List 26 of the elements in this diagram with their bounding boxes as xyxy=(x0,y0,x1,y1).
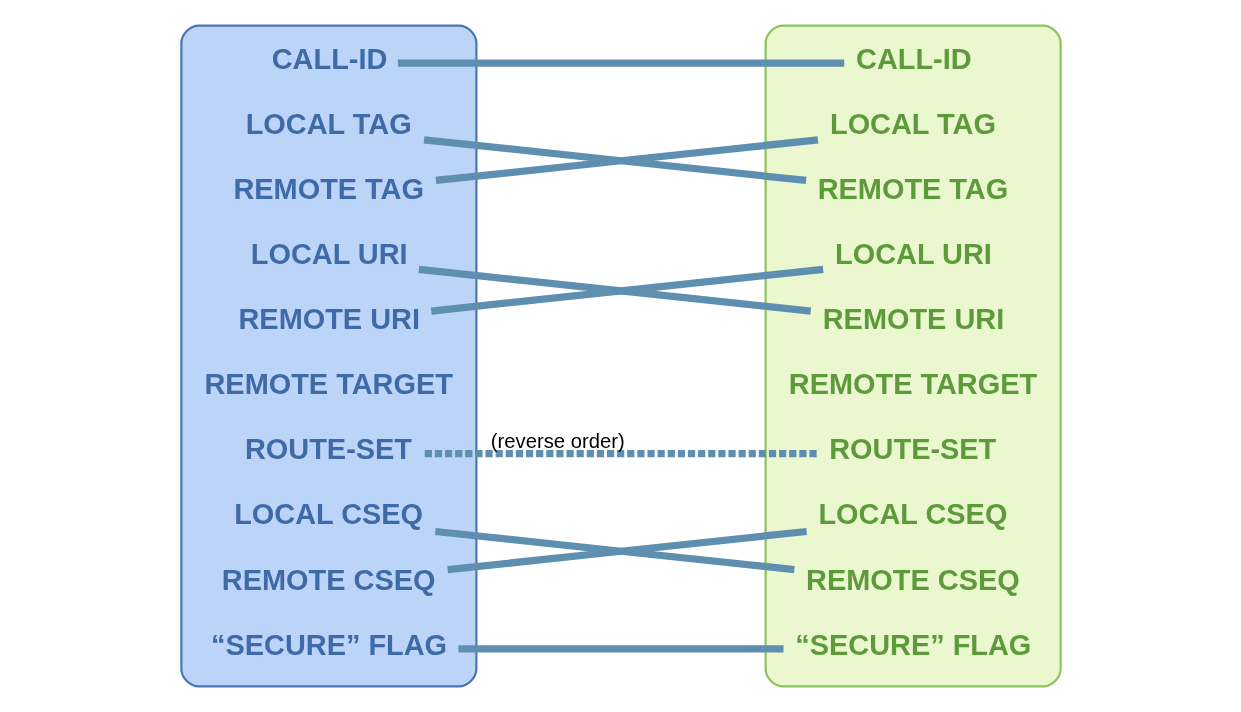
node-text: REMOTE URI xyxy=(822,303,1004,336)
node-text: REMOTE TARGET xyxy=(788,368,1037,401)
node-text: LOCAL CSEQ xyxy=(817,498,1007,531)
node-text: REMOTE CSEQ xyxy=(805,563,1020,596)
node-text: LOCAL TAG xyxy=(245,108,412,141)
node-text: REMOTE CSEQ xyxy=(221,563,435,596)
connector xyxy=(457,645,783,653)
connector xyxy=(397,59,844,67)
node-text: LOCAL URI xyxy=(250,238,408,271)
node-text: “SECURE” FLAG xyxy=(794,628,1031,661)
node-text: REMOTE TAG xyxy=(232,173,424,206)
node-text: LOCAL TAG xyxy=(829,108,996,141)
node-text: LOCAL CSEQ xyxy=(233,498,423,531)
node-text: REMOTE URI xyxy=(237,303,420,336)
edge-label: (reverse order) xyxy=(490,430,625,453)
connector xyxy=(424,450,817,458)
node-text: REMOTE TAG xyxy=(817,173,1008,206)
node-text: ROUTE-SET xyxy=(244,433,412,466)
node-text: CALL-ID xyxy=(271,42,387,75)
cluster xyxy=(764,24,1062,688)
node-text: “SECURE” FLAG xyxy=(210,628,447,661)
cluster xyxy=(179,24,477,688)
node-text: CALL-ID xyxy=(855,42,972,75)
node-text: LOCAL URI xyxy=(834,238,992,271)
node-text: REMOTE TARGET xyxy=(203,368,453,401)
node-text: ROUTE-SET xyxy=(828,433,996,466)
